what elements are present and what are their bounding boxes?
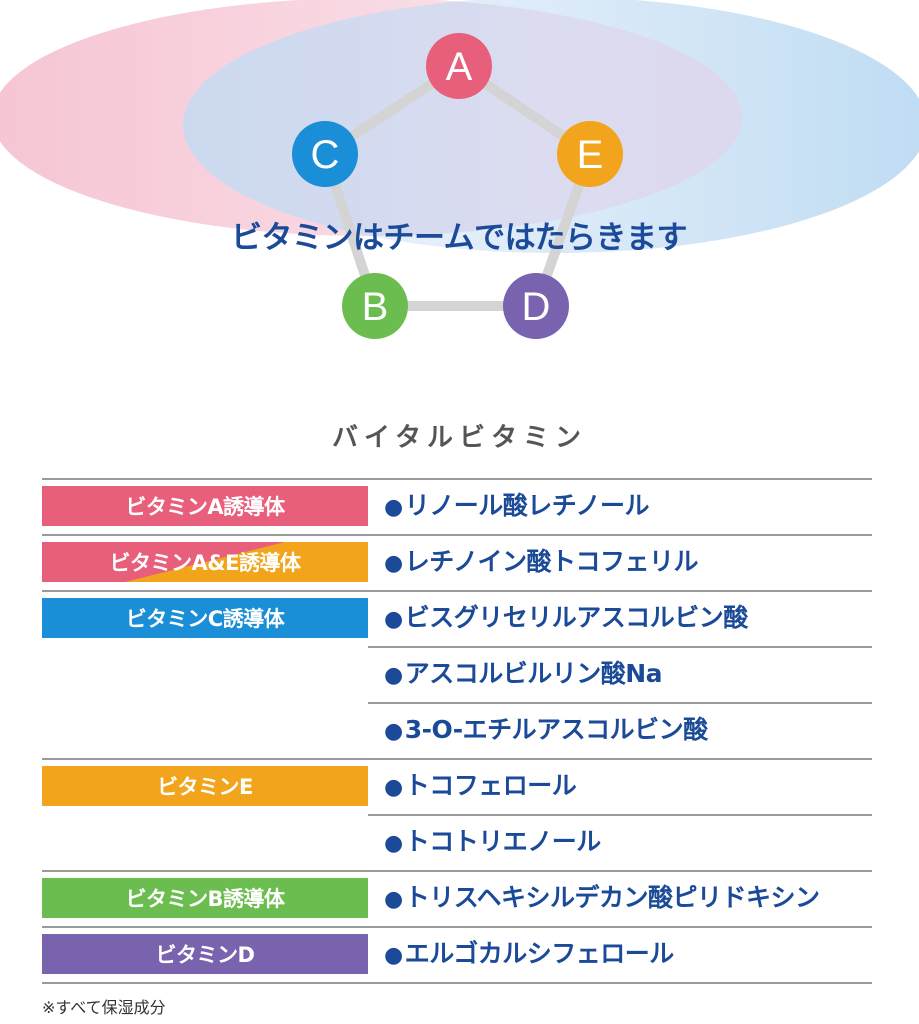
node-a: A: [426, 33, 492, 99]
vitamin-category-label: ビタミンC誘導体: [125, 607, 285, 631]
table-row: ビタミンD ●エルゴカルシフェロール: [42, 926, 872, 982]
node-d: D: [503, 273, 569, 339]
bullet-icon: ●: [384, 887, 403, 912]
vitamin-table: ビタミンA誘導体●リノール酸レチノールビタミンA&E誘導体●レチノイン酸トコフェ…: [42, 478, 872, 982]
table-row: ビタミンE ●トコフェロール: [42, 758, 872, 814]
row-divider: [42, 926, 872, 928]
node-circle-e: [557, 121, 623, 187]
bullet-icon: ●: [384, 551, 403, 576]
table-row: ビタミンB誘導体 ●トリスヘキシルデカン酸ピリドキシン: [42, 870, 872, 926]
vitamin-category-badge: ビタミンB誘導体: [42, 878, 368, 918]
vitamin-category-label: ビタミンD: [155, 943, 255, 967]
ingredient-name: トコフェロール: [404, 771, 577, 800]
row-divider: [368, 646, 872, 648]
table-row: ●アスコルビルリン酸Na: [42, 646, 872, 702]
diagram-tagline: ビタミンはチームではたらきます: [231, 220, 687, 256]
ingredient-name: トコトリエノール: [404, 827, 602, 856]
ingredient-item: ●トコフェロール: [384, 758, 577, 814]
footnote: ※すべて保湿成分: [42, 998, 166, 1017]
vitamin-category-badge: ビタミンA&E誘導体: [42, 542, 368, 582]
table-row: ビタミンA&E誘導体 ●レチノイン酸トコフェリル: [42, 534, 872, 590]
ingredient-item: ●アスコルビルリン酸Na: [384, 646, 663, 702]
node-label-a: A: [446, 45, 473, 89]
vitamin-category-badge: ビタミンE: [42, 766, 368, 806]
table-row: ビタミンC誘導体 ●ビスグリセリルアスコルビン酸: [42, 590, 872, 646]
node-b: B: [342, 273, 408, 339]
bullet-icon: ●: [384, 607, 403, 632]
row-divider: [42, 534, 872, 536]
table-row: ビタミンA誘導体 ●リノール酸レチノール: [42, 478, 872, 534]
row-divider: [368, 702, 872, 704]
node-circle-b: [342, 273, 408, 339]
node-label-b: B: [362, 285, 389, 329]
vitamin-team-diagram: A C E B D ビタミンはチームではたらきます: [0, 0, 919, 339]
bullet-icon: ●: [384, 719, 403, 744]
node-circle-a: [426, 33, 492, 99]
row-divider: [42, 590, 872, 592]
ingredient-item: ●3-O-エチルアスコルビン酸: [384, 702, 708, 758]
row-divider: [42, 758, 872, 760]
ingredient-name: レチノイン酸トコフェリル: [404, 547, 699, 576]
bullet-icon: ●: [384, 775, 403, 800]
node-circle-c: [292, 121, 358, 187]
vitamin-category-label: ビタミンA誘導体: [125, 495, 285, 519]
node-label-e: E: [577, 133, 604, 177]
vitamin-nodes: A C E B D: [292, 33, 623, 339]
node-label-d: D: [522, 285, 551, 329]
ingredient-name: 3-O-エチルアスコルビン酸: [404, 715, 708, 744]
row-divider: [42, 478, 872, 480]
ingredient-item: ●トリスヘキシルデカン酸ピリドキシン: [384, 870, 820, 926]
vitamin-category-badge: ビタミンA誘導体: [42, 486, 368, 526]
ingredient-item: ●リノール酸レチノール: [384, 478, 649, 534]
vitamin-category-label: ビタミンB誘導体: [125, 887, 285, 911]
ingredient-name: エルゴカルシフェロール: [404, 939, 675, 968]
ingredient-item: ●レチノイン酸トコフェリル: [384, 534, 698, 590]
ingredient-item: ●トコトリエノール: [384, 814, 601, 870]
ingredient-name: アスコルビルリン酸Na: [404, 659, 663, 688]
table-row: ●トコトリエノール: [42, 814, 872, 870]
section-title: バイタルビタミン: [332, 423, 587, 453]
node-circle-d: [503, 273, 569, 339]
table-bottom-divider: [42, 982, 872, 984]
bullet-icon: ●: [384, 663, 403, 688]
table-row: ●3-O-エチルアスコルビン酸: [42, 702, 872, 758]
ingredient-name: トリスヘキシルデカン酸ピリドキシン: [404, 883, 820, 912]
node-c: C: [292, 121, 358, 187]
row-divider: [42, 870, 872, 872]
ingredient-item: ●ビスグリセリルアスコルビン酸: [384, 590, 748, 646]
vitamin-category-badge: ビタミンC誘導体: [42, 598, 368, 638]
vitamin-category-label: ビタミンA&E誘導体: [109, 551, 301, 575]
node-label-c: C: [311, 133, 340, 177]
ingredient-name: リノール酸レチノール: [404, 491, 650, 520]
ingredient-name: ビスグリセリルアスコルビン酸: [404, 603, 749, 632]
vitamin-category-label: ビタミンE: [157, 775, 253, 799]
ingredient-item: ●エルゴカルシフェロール: [384, 926, 674, 982]
row-divider: [368, 814, 872, 816]
bullet-icon: ●: [384, 495, 403, 520]
bullet-icon: ●: [384, 831, 403, 856]
node-e: E: [557, 121, 623, 187]
bullet-icon: ●: [384, 943, 403, 968]
vitamin-category-badge: ビタミンD: [42, 934, 368, 974]
